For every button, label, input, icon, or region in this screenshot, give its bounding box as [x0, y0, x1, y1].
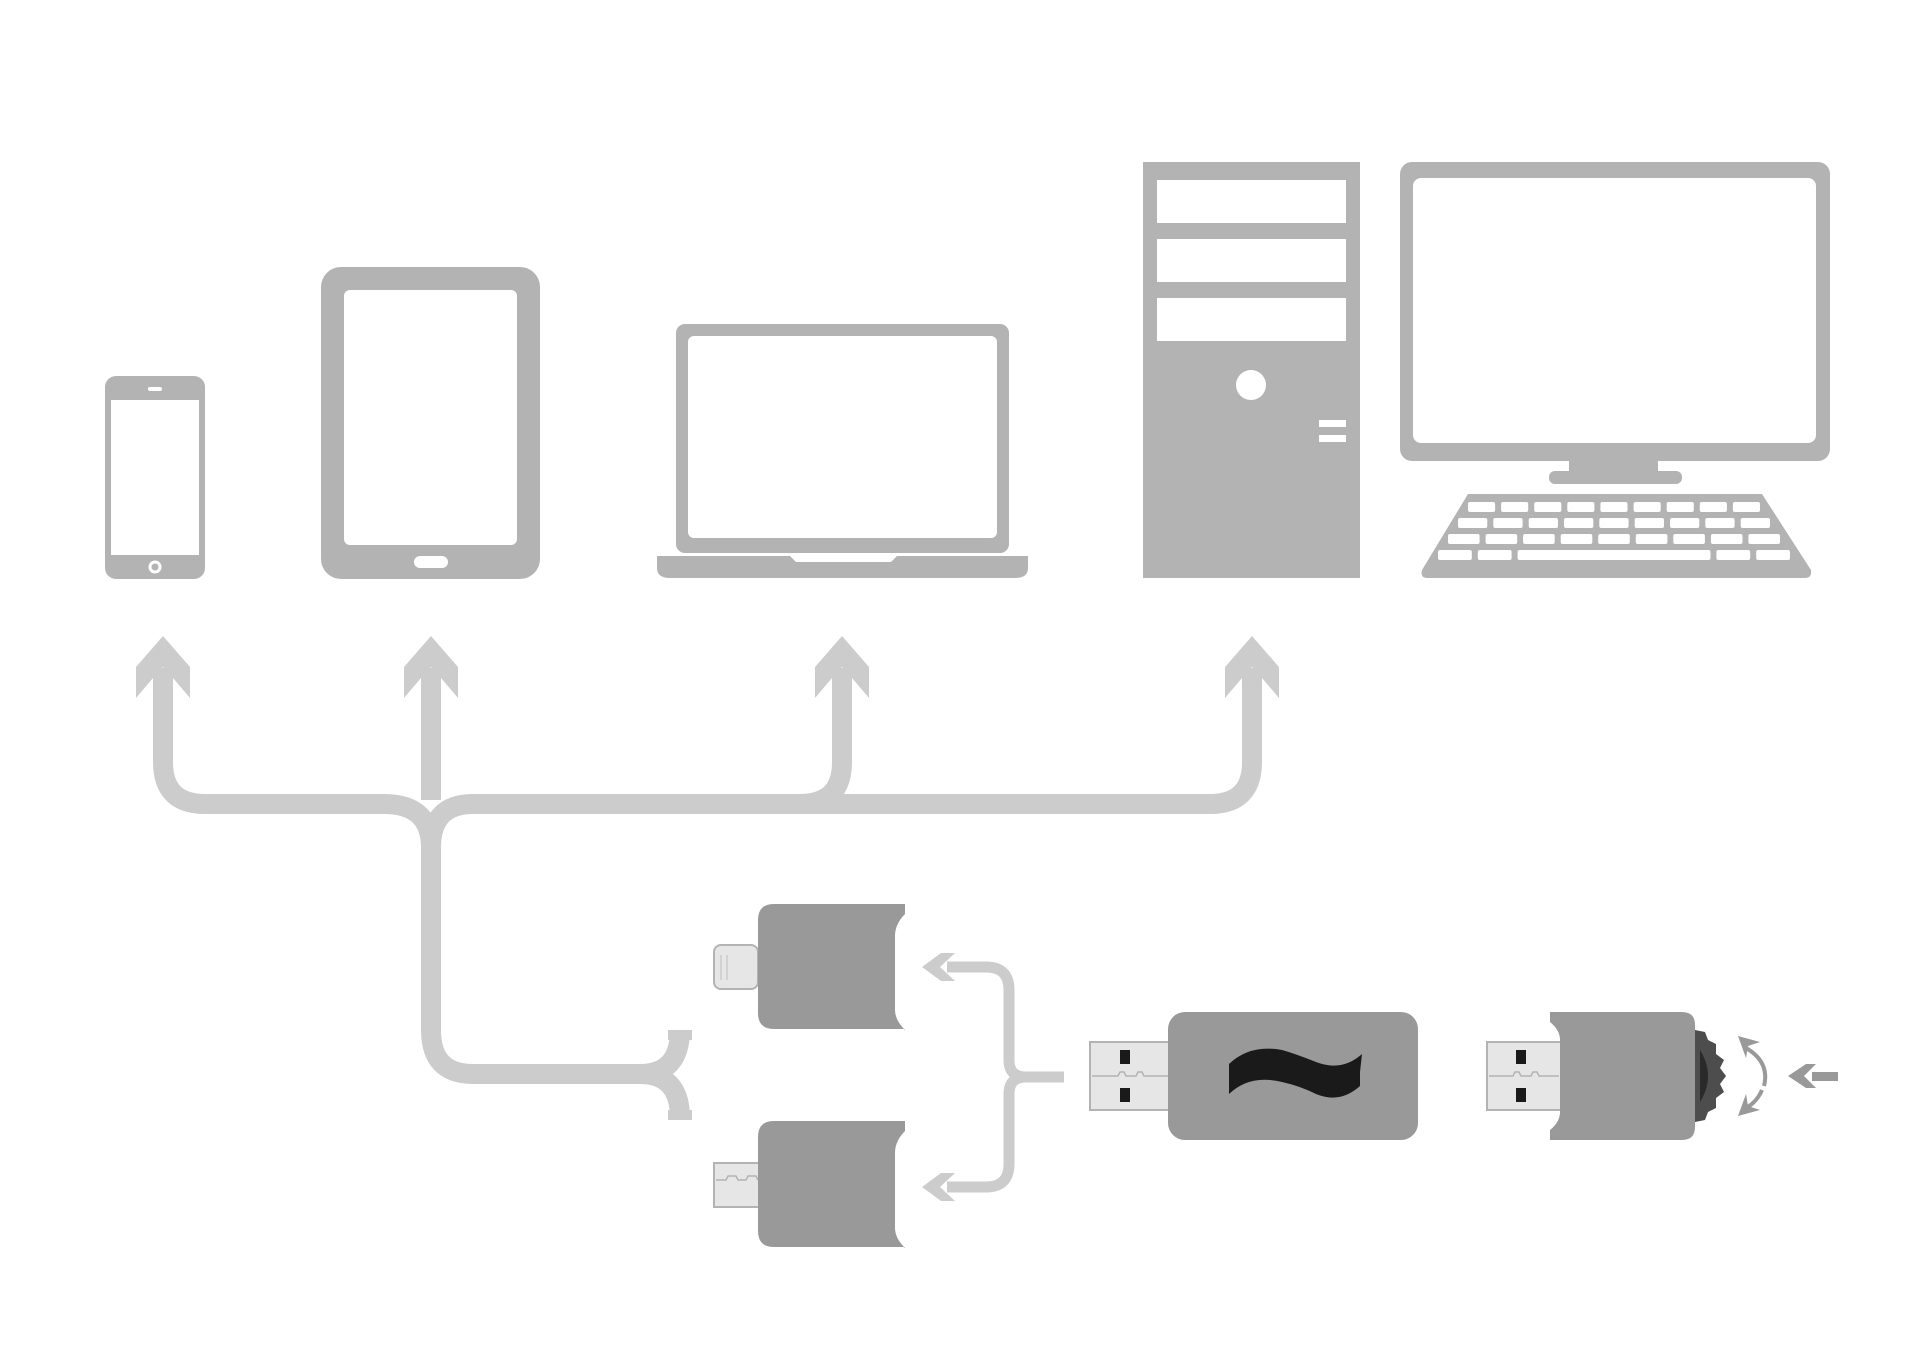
keyboard-key	[1477, 550, 1512, 560]
keyboard-key	[1699, 502, 1727, 512]
keyboard-key	[1598, 534, 1630, 544]
keyboard-key	[1710, 534, 1743, 544]
keyboard-key	[1599, 518, 1629, 528]
upward-arrows	[136, 636, 1279, 698]
keyboard-key	[1732, 502, 1760, 512]
keyboard-key	[1634, 518, 1664, 528]
lightning-connector-icon	[713, 944, 759, 990]
keyboard-key	[1534, 502, 1562, 512]
keyboard-key	[1666, 502, 1694, 512]
keyboard-key	[1716, 550, 1751, 560]
arrow-up-icon	[136, 636, 190, 698]
usb-plug	[1486, 1041, 1562, 1111]
keyboard-key	[1673, 534, 1705, 544]
keyboard-key	[1567, 502, 1595, 512]
keyboard-key	[1560, 534, 1593, 544]
keyboard-key	[1493, 518, 1523, 528]
keyboard-key	[1756, 550, 1790, 560]
arrow-left-icon	[922, 953, 955, 981]
connector-lines	[153, 668, 1262, 1119]
lightning-adapter	[713, 904, 905, 1030]
keyboard-key	[1705, 518, 1735, 528]
keyboard-key	[1670, 518, 1700, 528]
keyboard-key	[1635, 534, 1668, 544]
arrow-up-icon	[1225, 636, 1279, 698]
micro-usb-adapter	[713, 1121, 905, 1248]
keyboard-key	[1468, 502, 1496, 512]
usb-plug	[1089, 1041, 1171, 1111]
adapter-connector-lines	[922, 953, 1064, 1201]
keyboard-key	[1485, 534, 1518, 544]
tablet-icon	[321, 267, 540, 579]
laptop-icon	[657, 324, 1028, 578]
keyboard-key	[1528, 518, 1558, 528]
rotating-cap-icon	[1695, 1030, 1726, 1122]
keyboard-key	[1448, 534, 1480, 544]
keyboard-key	[1633, 502, 1661, 512]
keyboard-spacebar	[1517, 550, 1711, 560]
keyboard-key	[1458, 518, 1488, 528]
keyboard-key	[1564, 518, 1594, 528]
arrow-up-icon	[815, 636, 869, 698]
smartphone-icon	[105, 376, 205, 579]
branch-end	[668, 1030, 692, 1120]
desktop-tower-icon	[1143, 162, 1360, 578]
usb-drive-icon	[1089, 1012, 1418, 1140]
keyboard-key	[1740, 518, 1770, 528]
micro-usb-connector-icon	[713, 1162, 761, 1208]
arrow-left-icon	[922, 1173, 955, 1201]
arrow-up-icon	[404, 636, 458, 698]
keyboard-key	[1501, 502, 1529, 512]
keyboard-key	[1438, 550, 1472, 560]
keyboard-key	[1748, 534, 1780, 544]
monitor-keyboard-icon	[1400, 162, 1830, 578]
keyboard-key	[1523, 534, 1555, 544]
arrow-left-icon	[1788, 1064, 1838, 1088]
keyboard-key	[1600, 502, 1628, 512]
usb-drive-cap-icon	[1486, 1012, 1838, 1140]
